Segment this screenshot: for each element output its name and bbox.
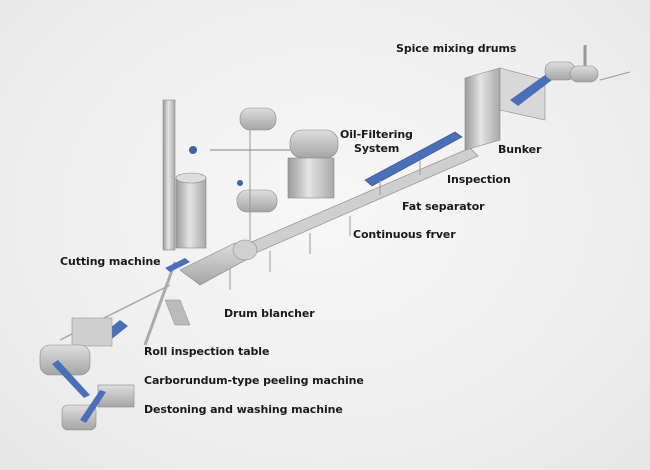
label-fat-separator: Fat separator: [402, 200, 485, 213]
main-line-frame: [204, 147, 479, 290]
label-bunker: Bunker: [498, 143, 542, 156]
peeling-machine: [39, 344, 91, 398]
oil-filtering-system: [189, 107, 339, 240]
bunker: [464, 67, 546, 151]
cutting-machine: [143, 258, 190, 346]
label-oil-filtering-line1: Oil-Filtering: [340, 128, 413, 141]
label-roll-inspection-table: Roll inspection table: [144, 345, 270, 358]
label-destoning-washing: Destoning and washing machine: [144, 403, 343, 416]
label-continuous-fryer: Continuous frver: [353, 228, 456, 241]
spice-mixing-drums: [510, 45, 631, 106]
label-oil-filtering-line2: System: [354, 142, 400, 155]
drum-blancher: [164, 239, 258, 326]
label-cutting-machine: Cutting machine: [60, 255, 161, 268]
roll-inspection-table: [71, 317, 128, 347]
chimney-tank: [162, 99, 207, 251]
label-drum-blancher: Drum blancher: [224, 307, 315, 320]
label-spice-mixing-drums: Spice mixing drums: [396, 42, 517, 55]
label-peeling-machine: Carborundum-type peeling machine: [144, 374, 364, 387]
inspection-conveyor: [364, 131, 463, 195]
label-inspection: Inspection: [447, 173, 511, 186]
destoning-washing-machine: [61, 384, 135, 431]
